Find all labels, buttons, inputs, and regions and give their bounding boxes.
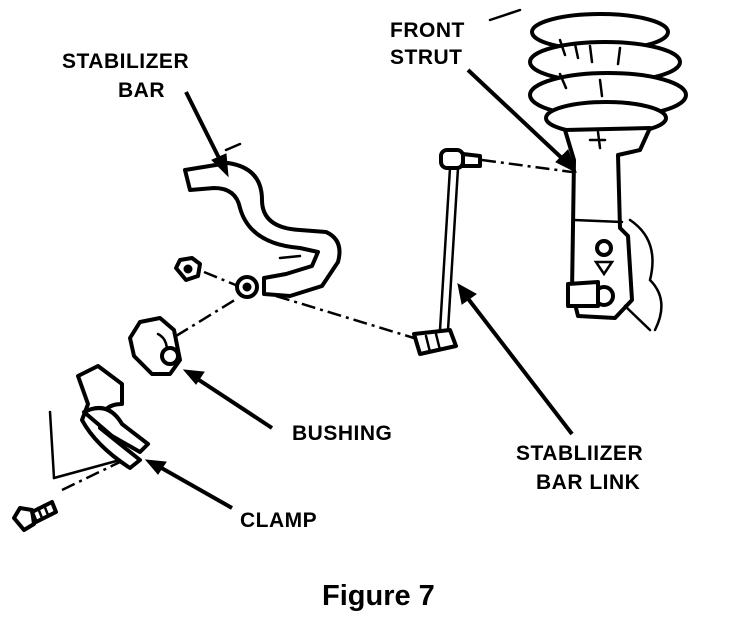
bolt <box>12 500 58 532</box>
bushing <box>128 316 182 376</box>
leader-arrows <box>144 68 577 510</box>
label-stabilizer-bar-link-line1: STABLIIZER <box>516 442 643 465</box>
label-stabilizer-bar-line1: STABILIZER <box>62 50 189 73</box>
label-front-strut-line2: STRUT <box>390 46 463 69</box>
label-clamp: CLAMP <box>240 509 317 532</box>
figure-caption: Figure 7 <box>322 580 435 612</box>
label-bushing: BUSHING <box>292 422 392 445</box>
label-front-strut-line1: FRONT <box>390 19 465 42</box>
strut-body <box>563 126 663 332</box>
nut <box>174 256 202 282</box>
label-stabilizer-bar-line2: BAR <box>118 79 165 102</box>
assembly-lines <box>61 158 573 492</box>
label-stabilizer-bar-link-line2: BAR LINK <box>536 471 640 494</box>
coil-spring <box>488 8 688 136</box>
clamp <box>48 364 150 480</box>
stabilizer-bar-link <box>412 148 482 356</box>
stabilizer-bar <box>183 142 342 299</box>
